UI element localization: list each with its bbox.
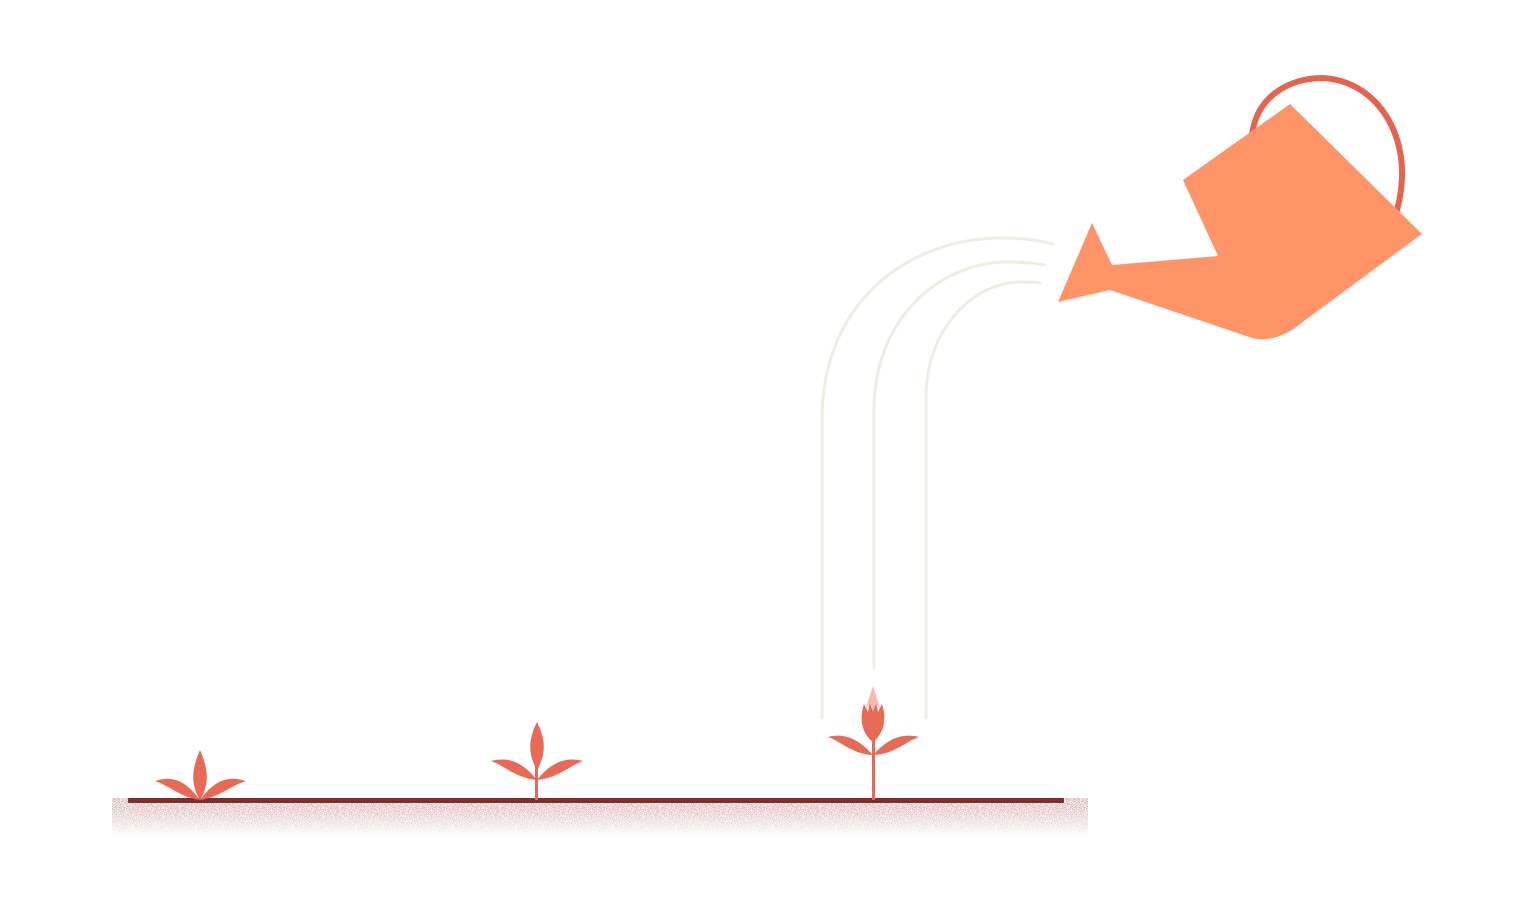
sprout-icon bbox=[828, 686, 919, 800]
sprout-3-bud bbox=[861, 686, 885, 742]
sprout-3-bud-highlight bbox=[866, 686, 880, 712]
watering-can-icon bbox=[1058, 74, 1422, 340]
sprout-2-left-leaf bbox=[491, 759, 537, 780]
can-body bbox=[1058, 104, 1422, 340]
sprout-1-left-leaf bbox=[155, 778, 200, 800]
sprout-2-center-leaf bbox=[530, 722, 544, 770]
water-stream-left bbox=[820, 236, 1055, 720]
sprout-2-right-leaf bbox=[537, 759, 583, 780]
sprout-icon bbox=[491, 722, 583, 800]
sprout-2-stem bbox=[535, 752, 538, 800]
can-handle bbox=[1249, 74, 1406, 217]
water-stream-icon bbox=[820, 236, 1055, 720]
sprout-icon bbox=[155, 750, 246, 800]
sprout-1-center-leaf bbox=[193, 750, 207, 800]
sprout-1-right-leaf bbox=[200, 778, 246, 800]
soil-line bbox=[128, 798, 1064, 803]
sprout-3-stem bbox=[872, 712, 875, 800]
water-stream-middle bbox=[872, 260, 1047, 670]
sprout-3-left-leaf bbox=[828, 735, 873, 755]
soil-grain bbox=[112, 798, 1088, 838]
water-stream-right bbox=[924, 280, 1042, 720]
sprout-3-right-leaf bbox=[873, 735, 919, 755]
soil-icon bbox=[112, 798, 1088, 838]
